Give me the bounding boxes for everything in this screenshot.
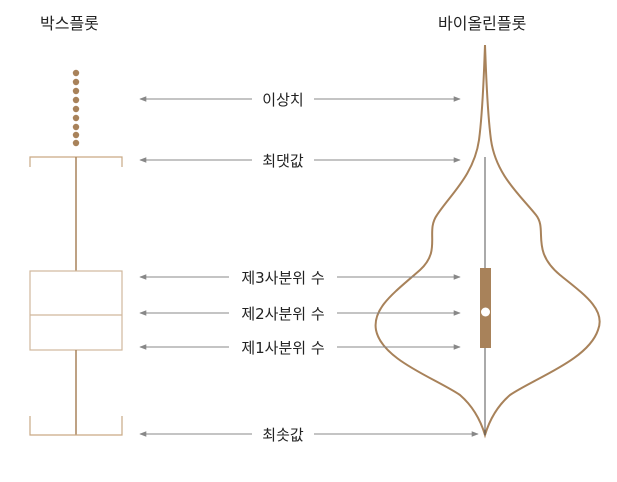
max-label: 최댓값 [262, 152, 304, 170]
outlier-label: 이상치 [262, 91, 303, 109]
outlier-point [72, 131, 80, 139]
annotation-q1: 제1사분위 수 [139, 336, 461, 358]
outlier-point [72, 87, 80, 95]
outlier-points [72, 69, 80, 147]
q3-label: 제3사분위 수 [241, 269, 324, 287]
violin-outline [374, 44, 601, 439]
violin-median-dot [481, 307, 490, 317]
outlier-point [72, 96, 80, 104]
violinplot [374, 44, 601, 439]
iqr-box [29, 270, 123, 351]
q1-label: 제1사분위 수 [241, 339, 324, 357]
outlier-point [72, 139, 80, 147]
outlier-point [72, 123, 80, 131]
annotation-min: 최솟값 [139, 423, 479, 445]
outlier-point [72, 69, 80, 77]
boxplot [29, 69, 123, 436]
boxplot-title: 박스플롯 [40, 14, 99, 33]
annotation-max: 최댓값 [139, 149, 461, 171]
annotation-q2: 제2사분위 수 [139, 302, 461, 324]
min-whisker-cap [29, 416, 123, 436]
annotation-q3: 제3사분위 수 [139, 266, 461, 288]
outlier-point [72, 105, 80, 113]
q2-label: 제2사분위 수 [241, 305, 324, 323]
outlier-point [72, 114, 80, 122]
min-label: 최솟값 [262, 426, 304, 444]
annotation-outlier: 이상치 [139, 88, 461, 110]
outlier-point [72, 78, 80, 86]
violinplot-title: 바이올린플롯 [438, 14, 527, 33]
